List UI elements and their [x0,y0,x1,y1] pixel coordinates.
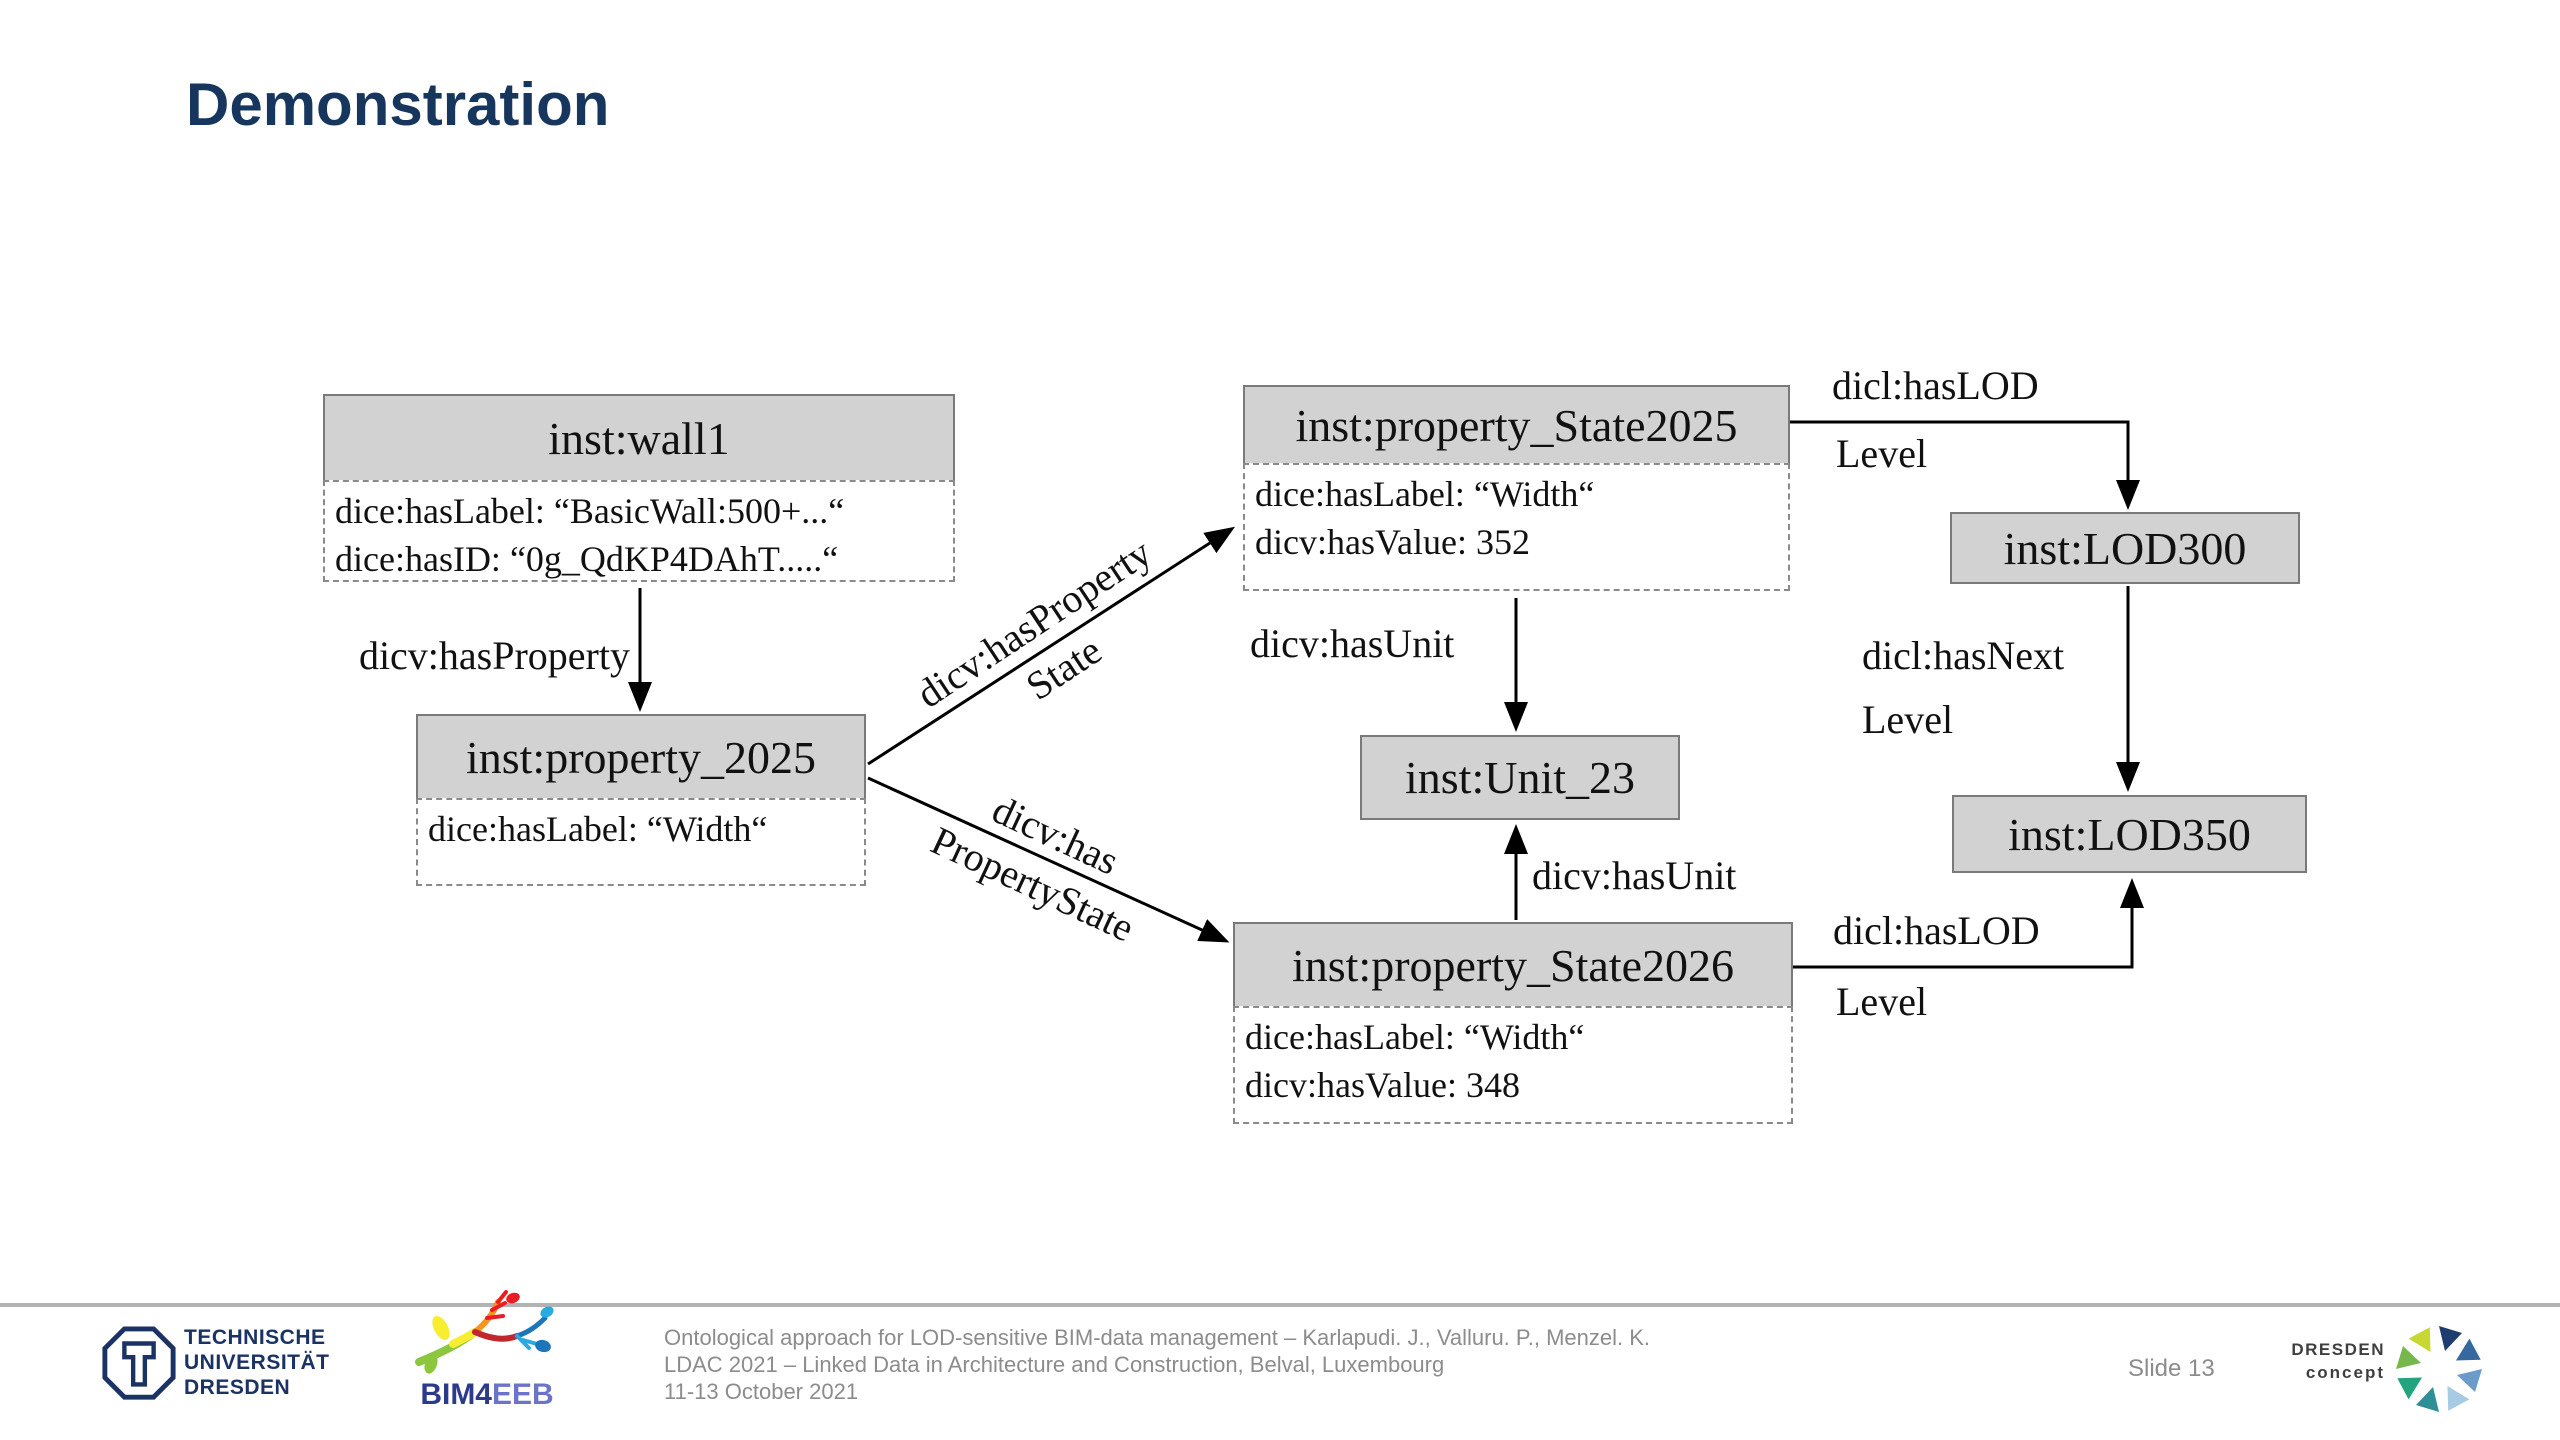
tud-line2: UNIVERSITÄT [184,1351,330,1374]
node-property2025-attributes: dice:hasLabel: “Width“ [416,798,866,886]
edge-label-haslod-top-level: Level [1836,431,1928,476]
tud-line1: TECHNISCHE [184,1326,326,1349]
citation-line3: 11-13 October 2021 [664,1379,859,1404]
node-state2025: inst:property_State2025 dice:hasLabel: “… [1243,385,1790,591]
page-title: Demonstration [186,71,610,138]
node-lod300-title: inst:LOD300 [1950,512,2300,584]
edge-label-hasunit-upper: dicv:hasUnit [1250,621,1455,666]
bim4-text: BIM4 [420,1378,492,1411]
concept-text: concept [2305,1363,2385,1382]
node-state2026-attributes: dice:hasLabel: “Width“ dicv:hasValue: 34… [1233,1006,1793,1124]
dresden-concept-logo-text: DRESDEN concept [2225,1338,2385,1384]
tu-dresden-logo-icon [102,1326,176,1400]
node-wall1-attributes: dice:hasLabel: “BasicWall:500+...“ dice:… [323,480,955,582]
edge-label-hasproperty: dicv:hasProperty [358,633,630,678]
node-unit23-title: inst:Unit_23 [1360,735,1680,820]
tu-dresden-logo-text: TECHNISCHE UNIVERSITÄT DRESDEN [184,1325,330,1400]
edge-label-haslod-top: dicl:hasLOD [1832,363,2039,408]
node-wall1-title: inst:wall1 [323,394,955,482]
attribute-line: dice:hasLabel: “Width“ [1245,1017,1585,1057]
node-wall1: inst:wall1 dice:hasLabel: “BasicWall:500… [323,394,955,582]
node-unit23: inst:Unit_23 [1360,735,1680,820]
attribute-line: dicv:hasValue: 352 [1255,521,1530,562]
dresden-text: DRESDEN [2291,1340,2385,1359]
edge-label-haspropertystate-lower: dicv:has PropertyState [924,786,1141,951]
citation-line1: Ontological approach for LOD-sensitive B… [664,1325,1651,1350]
edge-label-hasunit-lower: dicv:hasUnit [1532,853,1737,898]
attribute-line: dice:hasLabel: “Width“ [428,809,768,849]
node-state2025-attributes: dice:hasLabel: “Width“ dicv:hasValue: 35… [1243,463,1790,591]
node-lod300: inst:LOD300 [1950,512,2300,584]
attribute-line: dice:hasID: “0g_QdKP4DAhT.....“ [335,538,839,579]
node-state2026: inst:property_State2026 dice:hasLabel: “… [1233,922,1793,1124]
edge-label-hasnextlevel: dicl:hasNext Level [1862,633,2065,742]
dresden-concept-ring-icon [2396,1326,2482,1412]
edge-label-haslod-bottom: dicl:hasLOD [1833,908,2040,953]
node-state2025-title: inst:property_State2025 [1243,385,1790,465]
eeb-text: EEB [492,1378,554,1411]
node-property2025-title: inst:property_2025 [416,714,866,800]
bim4eeb-logo-text: BIM4EEB [412,1378,562,1412]
node-lod350-title: inst:LOD350 [1952,795,2307,873]
edge-label-haslod-bottom-level: Level [1836,979,1928,1024]
citation-line2: LDAC 2021 – Linked Data in Architecture … [664,1352,1445,1377]
attribute-line: dice:hasLabel: “BasicWall:500+...“ [335,491,845,531]
footer-citation: Ontological approach for LOD-sensitive B… [664,1324,1650,1405]
slide-number: Slide 13 [2128,1355,2215,1382]
tud-line3: DRESDEN [184,1376,291,1399]
footer-divider [0,1303,2560,1307]
node-property2025: inst:property_2025 dice:hasLabel: “Width… [416,714,866,886]
attribute-line: dicv:hasValue: 348 [1245,1064,1520,1105]
node-lod350: inst:LOD350 [1952,795,2307,873]
node-state2026-title: inst:property_State2026 [1233,922,1793,1008]
bim4eeb-logo-icon [415,1290,554,1374]
attribute-line: dice:hasLabel: “Width“ [1255,474,1595,514]
